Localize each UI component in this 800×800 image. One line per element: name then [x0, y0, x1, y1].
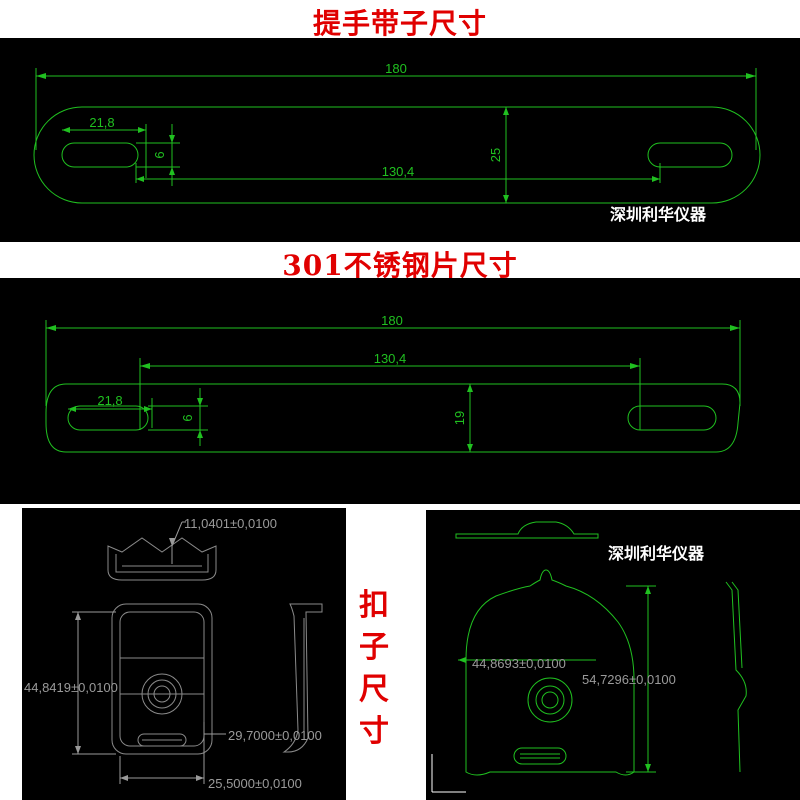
steel-length-dim: 180 — [381, 313, 403, 328]
strap-outline — [33, 106, 761, 204]
steel-sheet-drawing: 180 130,4 21,8 6 19 — [45, 313, 741, 453]
strap-height-dim: 25 — [488, 148, 503, 162]
buckle-label-char-3: 尺 — [359, 672, 389, 707]
buckle-elevation-view — [455, 521, 599, 539]
strap-slot-width-dim: 6 — [152, 151, 167, 158]
steel-slot-width-dim: 6 — [180, 414, 195, 421]
buckle-label-char-4: 寸 — [359, 714, 389, 749]
buckle-drawing-right-panel: 44,8693±0,0100 54,7296±0,0100 深圳利华仪器 — [426, 510, 800, 800]
buckle-drawing-left-panel: 11,0401±0,0100 44,8419±0,0100 29,7000±0,… — [22, 508, 346, 800]
strap-drawing-panel: 180 21,8 6 25 130,4 深圳利华仪器 — [0, 38, 800, 242]
steel-slot-left — [67, 405, 149, 431]
strap-slot-spacing-dim: 130,4 — [382, 164, 415, 179]
steel-sheet-outline — [45, 383, 741, 453]
watermark-strap: 深圳利华仪器 — [610, 205, 707, 224]
buckle-front-body — [111, 603, 213, 755]
steel-sheet-drawing-panel: 180 130,4 21,8 6 19 — [0, 278, 800, 504]
buckle-label-char-2: 子 — [359, 630, 389, 665]
section-title-steel-sheet: 301不锈钢片尺寸 — [282, 249, 518, 282]
buckle-side-view — [282, 603, 323, 753]
watermark-buckle: 深圳利华仪器 — [608, 544, 705, 563]
strap-drawing: 180 21,8 6 25 130,4 — [33, 61, 761, 204]
buckle-bottom-width-dim: 25,5000±0,0100 — [208, 776, 302, 791]
buckle-top-dim: 11,0401±0,0100 — [184, 516, 277, 531]
buckle-top-view — [107, 537, 217, 581]
buckle-drawing-left: 11,0401±0,0100 44,8419±0,0100 29,7000±0,… — [24, 516, 323, 791]
steel-slot-length-dim: 21,8 — [97, 393, 122, 408]
steel-height-dim: 19 — [452, 411, 467, 425]
steel-slot-spacing-dim: 130,4 — [374, 351, 407, 366]
section-title-strap: 提手带子尺寸 — [312, 7, 487, 40]
buckle-label-char-1: 扣 — [359, 588, 389, 623]
strap-slot-right — [647, 142, 733, 168]
strap-slot-length-dim: 21,8 — [89, 115, 114, 130]
steel-slot-right — [627, 405, 717, 431]
buckle-drawing-right: 44,8693±0,0100 54,7296±0,0100 — [431, 521, 747, 793]
buckle-shield-outline — [465, 569, 635, 776]
buckle-section-label: 扣 子 尺 寸 — [354, 585, 394, 753]
buckle-width-dim: 44,8693±0,0100 — [472, 656, 566, 671]
buckle-shield-height-dim: 54,7296±0,0100 — [582, 672, 676, 687]
strap-length-dim: 180 — [385, 61, 407, 76]
buckle-mid-width-dim: 29,7000±0,0100 — [228, 728, 322, 743]
strap-slot-left — [61, 142, 139, 168]
buckle-height-dim: 44,8419±0,0100 — [24, 680, 118, 695]
buckle-side-profile — [725, 581, 747, 773]
